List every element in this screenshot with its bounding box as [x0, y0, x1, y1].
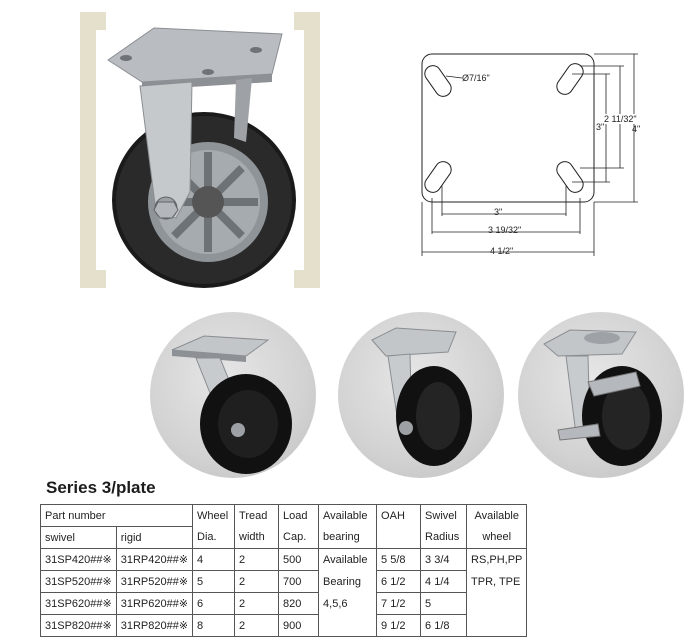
plate-height-label: 4" — [632, 124, 641, 134]
header-available-wheel: Available — [466, 504, 528, 527]
header-tread: Tread — [234, 504, 280, 527]
cell-load: 820 — [278, 592, 320, 615]
hole-diameter-label: Ø7/16" — [462, 73, 490, 83]
header-load: Load — [278, 504, 320, 527]
brake-caster-photo — [518, 312, 684, 478]
cell-oah: 7 1/2 — [376, 592, 422, 615]
photo-bracket-left — [80, 12, 106, 288]
header-part-number: Part number — [39, 504, 194, 527]
cell-rigid: 31RP520##※ — [115, 570, 194, 593]
cell-bearing: Bearing — [318, 570, 378, 593]
cell-swivel: 31SP620##※ — [40, 592, 117, 615]
header-wheel: Wheel — [192, 504, 236, 527]
series-title: Series 3/plate — [46, 478, 156, 497]
header-rigid: rigid — [115, 526, 194, 549]
hole-spacing-height-label: 3" — [596, 122, 605, 132]
header-load-cap: Cap. — [278, 526, 320, 549]
table-header-row-2: swivel rigid Dia. width Cap. bearing Rad… — [40, 526, 528, 549]
hole-spacing-width-label: 3" — [494, 207, 503, 217]
table-row: 31SP820##※ 31RP820##※ 8 2 900 9 1/2 6 1/… — [40, 614, 528, 637]
slot-span-width-label: 3 19/32" — [488, 225, 522, 235]
cell-wheel — [466, 592, 528, 615]
cell-dia: 4 — [192, 548, 236, 571]
cell-oah: 6 1/2 — [376, 570, 422, 593]
cell-tread: 2 — [234, 614, 280, 637]
cell-wheel: TPR, TPE — [466, 570, 528, 593]
spec-table: Part number Wheel Tread Load Available O… — [39, 504, 528, 637]
cell-radius: 5 — [420, 592, 468, 615]
cell-wheel — [466, 614, 528, 637]
header-oah-2 — [376, 526, 422, 549]
cell-load: 900 — [278, 614, 320, 637]
cell-bearing: Available — [318, 548, 378, 571]
header-bearing-2: bearing — [318, 526, 378, 549]
cell-radius: 4 1/4 — [420, 570, 468, 593]
table-row: 31SP520##※ 31RP520##※ 5 2 700 Bearing 6 … — [40, 570, 528, 593]
cell-swivel: 31SP420##※ — [40, 548, 117, 571]
cell-oah: 5 5/8 — [376, 548, 422, 571]
table-header-row-1: Part number Wheel Tread Load Available O… — [39, 504, 528, 527]
header-tread-width: width — [234, 526, 280, 549]
cell-tread: 2 — [234, 592, 280, 615]
cell-dia: 8 — [192, 614, 236, 637]
header-radius-2: Radius — [420, 526, 468, 549]
cell-load: 700 — [278, 570, 320, 593]
rigid-caster-photo — [107, 27, 296, 288]
header-wheel-dia: Dia. — [192, 526, 236, 549]
header-swivel: swivel — [40, 526, 117, 549]
cell-oah: 9 1/2 — [376, 614, 422, 637]
cell-wheel: RS,PH,PP — [466, 548, 528, 571]
cell-rigid: 31RP620##※ — [115, 592, 194, 615]
cell-bearing: 4,5,6 — [318, 592, 378, 615]
slot-span-height-label: 2 11/32" — [604, 114, 637, 124]
plate-dimension-drawing — [421, 53, 638, 256]
header-available-wheel-2: wheel — [466, 526, 528, 549]
cell-dia: 6 — [192, 592, 236, 615]
cell-rigid: 31RP420##※ — [115, 548, 194, 571]
table-row: 31SP420##※ 31RP420##※ 4 2 500 Available … — [40, 548, 528, 571]
cell-radius: 6 1/8 — [420, 614, 468, 637]
header-oah: OAH — [376, 504, 422, 527]
header-bearing: Available — [318, 504, 378, 527]
swivel-caster-photo — [150, 312, 316, 478]
cell-radius: 3 3/4 — [420, 548, 468, 571]
photo-bracket-right — [294, 12, 320, 288]
plate-width-label: 4 1/2" — [490, 246, 514, 256]
cell-swivel: 31SP520##※ — [40, 570, 117, 593]
table-row: 31SP620##※ 31RP620##※ 6 2 820 4,5,6 7 1/… — [40, 592, 528, 615]
header-swivel-radius: Swivel — [420, 504, 468, 527]
cell-bearing — [318, 614, 378, 637]
rigid-caster-round-photo — [338, 312, 504, 478]
cell-tread: 2 — [234, 548, 280, 571]
cell-dia: 5 — [192, 570, 236, 593]
cell-tread: 2 — [234, 570, 280, 593]
cell-rigid: 31RP820##※ — [115, 614, 194, 637]
cell-load: 500 — [278, 548, 320, 571]
cell-swivel: 31SP820##※ — [40, 614, 117, 637]
